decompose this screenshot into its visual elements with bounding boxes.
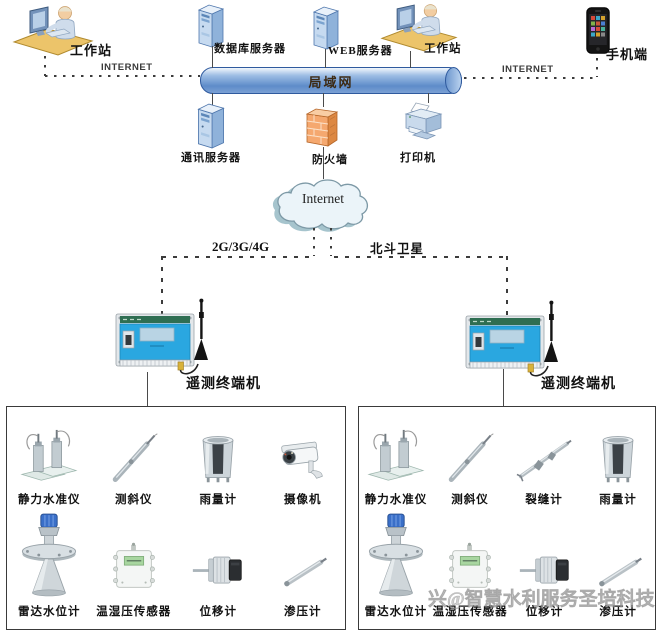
sensor-label: 温湿压传感器 [432,606,508,618]
lan-pipe: 局域网 [200,67,462,94]
rain-gauge-icon [590,430,646,486]
mobile-label: 手机端 [606,47,649,62]
sensor-label: 温湿压传感器 [96,606,172,618]
comm-server-label: 通讯服务器 [181,152,241,164]
inclinometer-icon [442,430,498,486]
lan-label: 局域网 [308,75,354,90]
connector-line [323,147,324,179]
sensor-label: 雷达水位计 [18,606,81,618]
connector-dashed-line [334,256,508,258]
connector-line [212,93,213,105]
web-server-label: WEB服务器 [328,45,393,57]
radar-level-icon [18,512,80,598]
firewall-icon [303,106,341,148]
camera-icon [273,430,333,486]
printer-label: 打印机 [400,152,436,164]
sensor-item: 测斜仪 [92,430,177,507]
connector-dotted-line [596,58,598,77]
internet-cloud-label: Internet [302,191,344,206]
sensor-item: 温湿压传感器 [433,540,508,619]
sensor-item: 雷达水位计 [7,512,92,619]
connector-line [325,49,326,68]
sensor-label: 裂缝计 [525,494,563,506]
sensor-item: 雨量计 [176,430,261,507]
connector-dotted-line [330,228,332,256]
sensor-item: 位移计 [176,544,261,619]
connector-line [212,46,213,68]
sensor-item: 雷达水位计 [359,512,433,619]
sensor-label: 静力水准仪 [18,494,81,506]
telemetry-terminal-icon [112,298,208,376]
connector-dotted-line [464,77,598,79]
rain-gauge-icon [190,430,246,486]
connector-line [323,93,324,107]
sensor-label: 雨量计 [599,494,637,506]
sensor-row: 雷达水位计 温湿压传感器 位移计 渗压计 [7,519,345,619]
sensor-box-left: 静力水准仪 测斜仪 雨量计 摄像机 雷达水位计 温湿压传感器 [6,406,346,630]
telemetry-terminal-left-label: 遥测终端机 [186,377,261,392]
sensor-row: 静力水准仪 测斜仪 雨量计 摄像机 [7,415,345,507]
sensor-item: 裂缝计 [507,430,581,507]
connector-line [410,51,411,68]
sensor-item: 静力水准仪 [359,428,433,507]
sensor-row: 静力水准仪 测斜仪 裂缝计 雨量计 [359,415,655,507]
displacement-icon [189,544,247,598]
telemetry-terminal-icon [462,300,558,378]
sensor-item: 测斜仪 [433,430,507,507]
telemetry-terminal-right-label: 遥测终端机 [541,377,616,392]
sensor-label: 测斜仪 [451,494,489,506]
printer-icon [401,101,445,143]
workstation-left-label: 工作站 [70,43,113,58]
connector-line [428,93,429,103]
sensor-label: 渗压计 [284,606,322,618]
watermark-text: 兴@智慧水利服务圣培科技 [428,589,655,611]
static-level-icon [20,428,78,486]
connector-line [147,372,148,406]
cellular-link-label: 2G/3G/4G [212,239,270,254]
sensor-label: 位移计 [525,606,564,618]
database-server-label: 数据库服务器 [214,43,286,55]
internet-right-label: INTERNET [502,64,554,75]
firewall-label: 防火墙 [312,154,348,166]
connector-line [503,369,504,406]
sensor-item: 摄像机 [261,430,346,507]
static-level-icon [367,428,425,486]
lan-pipe-end [445,67,462,94]
crack-meter-icon [514,430,574,486]
sensor-label: 雷达水位计 [364,606,428,618]
workstation-right-label: 工作站 [424,43,462,55]
sensor-item: 渗压计 [581,546,655,619]
connector-dotted-line [45,75,200,77]
comm-server-icon [195,103,227,149]
temp-humidity-pressure-icon [105,540,163,598]
connector-dashed-line [506,256,508,318]
sensor-label: 测斜仪 [115,494,153,506]
sensor-item: 静力水准仪 [7,428,92,507]
connector-dashed-line [161,256,163,316]
connector-dashed-line [162,256,314,258]
connector-dotted-line [44,56,46,76]
inclinometer-icon [106,430,162,486]
internet-left-label: INTERNET [101,62,153,73]
piezometer-icon [275,546,331,598]
radar-level-icon [365,512,427,598]
sensor-box-right: 静力水准仪 测斜仪 裂缝计 雨量计 雷达水位计 温湿压传感器 [358,406,656,630]
satellite-link-label: 北斗卫星 [370,242,425,256]
sensor-row: 雷达水位计 温湿压传感器 位移计 渗压计 [359,519,655,619]
connector-dotted-line [313,228,315,256]
sensor-item: 雨量计 [581,430,655,507]
sensor-item: 渗压计 [261,546,346,619]
sensor-label: 雨量计 [199,494,237,506]
sensor-item: 温湿压传感器 [92,540,177,619]
sensor-label: 渗压计 [599,606,637,618]
sensor-item: 位移计 [508,544,582,619]
sensor-label: 静力水准仪 [364,494,428,506]
sensor-label: 位移计 [199,606,237,618]
sensor-label: 摄像机 [284,494,322,506]
